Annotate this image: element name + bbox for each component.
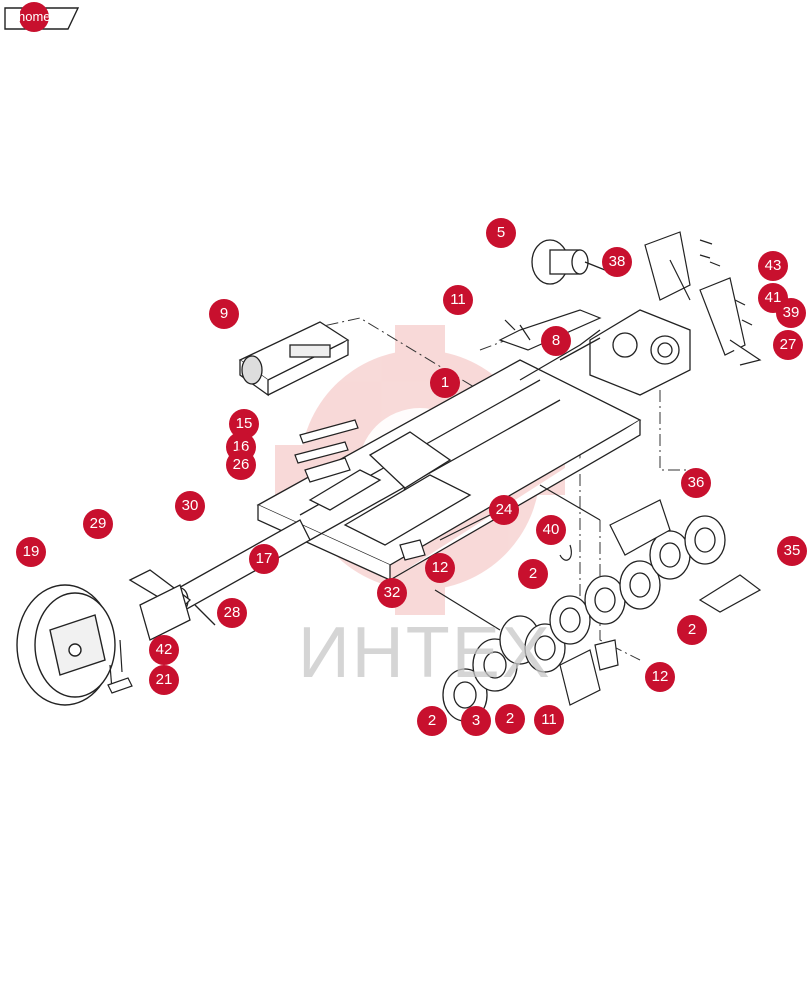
part-callout-30[interactable]: 30 <box>175 491 205 521</box>
part-callout-41[interactable]: 41 <box>758 283 788 313</box>
part-callout-3[interactable]: 3 <box>461 706 491 736</box>
part-callout-43[interactable]: 43 <box>758 251 788 281</box>
part-callout-11[interactable]: 11 <box>534 705 564 735</box>
part-callout-19[interactable]: 19 <box>16 537 46 567</box>
part-callout-26[interactable]: 26 <box>226 450 256 480</box>
part-callout-42[interactable]: 42 <box>149 635 179 665</box>
part-callout-27[interactable]: 27 <box>773 330 803 360</box>
part-callout-1[interactable]: 1 <box>430 368 460 398</box>
part-callout-2[interactable]: 2 <box>495 704 525 734</box>
part-callout-32[interactable]: 32 <box>377 578 407 608</box>
home-button-label: home <box>18 9 51 24</box>
part-callout-2[interactable]: 2 <box>677 615 707 645</box>
part-callout-29[interactable]: 29 <box>83 509 113 539</box>
part-callout-40[interactable]: 40 <box>536 515 566 545</box>
part-callout-12[interactable]: 12 <box>645 662 675 692</box>
home-button[interactable]: home <box>4 2 80 32</box>
part-callout-21[interactable]: 21 <box>149 665 179 695</box>
part-callout-38[interactable]: 38 <box>602 247 632 277</box>
part-callout-2[interactable]: 2 <box>518 559 548 589</box>
part-callout-24[interactable]: 24 <box>489 495 519 525</box>
part-callout-12[interactable]: 12 <box>425 553 455 583</box>
part-callout-9[interactable]: 9 <box>209 299 239 329</box>
part-callout-11[interactable]: 11 <box>443 285 473 315</box>
part-callout-2[interactable]: 2 <box>417 706 447 736</box>
part-callout-5[interactable]: 5 <box>486 218 516 248</box>
part-callout-17[interactable]: 17 <box>249 544 279 574</box>
home-button-marker <box>19 2 49 32</box>
part-callout-28[interactable]: 28 <box>217 598 247 628</box>
part-callout-39[interactable]: 39 <box>776 298 806 328</box>
part-callout-8[interactable]: 8 <box>541 326 571 356</box>
part-callout-36[interactable]: 36 <box>681 468 711 498</box>
part-callout-35[interactable]: 35 <box>777 536 807 566</box>
watermark-text: ИНТЕХ <box>298 613 552 693</box>
